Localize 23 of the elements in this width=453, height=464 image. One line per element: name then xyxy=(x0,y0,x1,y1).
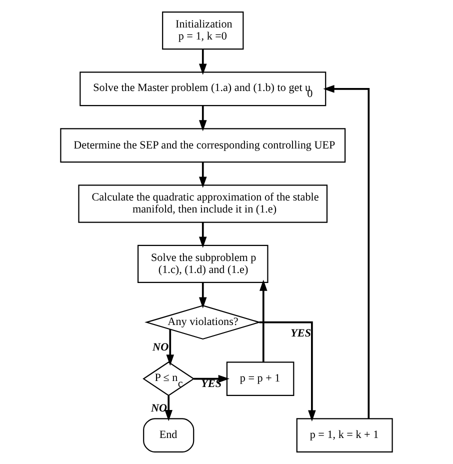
arrow xyxy=(259,321,316,422)
node-box: Calculate the quadratic approximation of the stable manifold, then include it in (1.e) xyxy=(78,184,328,223)
node-box: Initialization p = 1, k =0 xyxy=(162,11,244,50)
arrow xyxy=(198,49,207,75)
arrow xyxy=(198,282,207,308)
arrow xyxy=(198,106,207,132)
arrow xyxy=(166,329,174,366)
arrow xyxy=(198,162,207,188)
node-diamond: Any violations? xyxy=(144,305,262,340)
edge-label: NO xyxy=(152,341,169,354)
arrow xyxy=(164,396,172,422)
arrow xyxy=(260,280,268,362)
edge-label: NO xyxy=(151,402,168,414)
edge-label: YES xyxy=(290,327,312,340)
node-box: Determine the SEP and the corresponding controlling UEP xyxy=(60,128,346,163)
node-box: p = 1, k = k + 1 xyxy=(296,418,393,453)
arrow xyxy=(194,374,230,383)
node-box: p = p + 1 xyxy=(226,362,294,396)
arrow xyxy=(198,222,207,248)
edge-label: YES xyxy=(201,378,222,390)
node-box: Solve the subproblem p (1.c), (1.d) and (1.e) xyxy=(137,244,268,284)
node-box: End xyxy=(143,418,194,453)
arrow xyxy=(323,85,370,419)
